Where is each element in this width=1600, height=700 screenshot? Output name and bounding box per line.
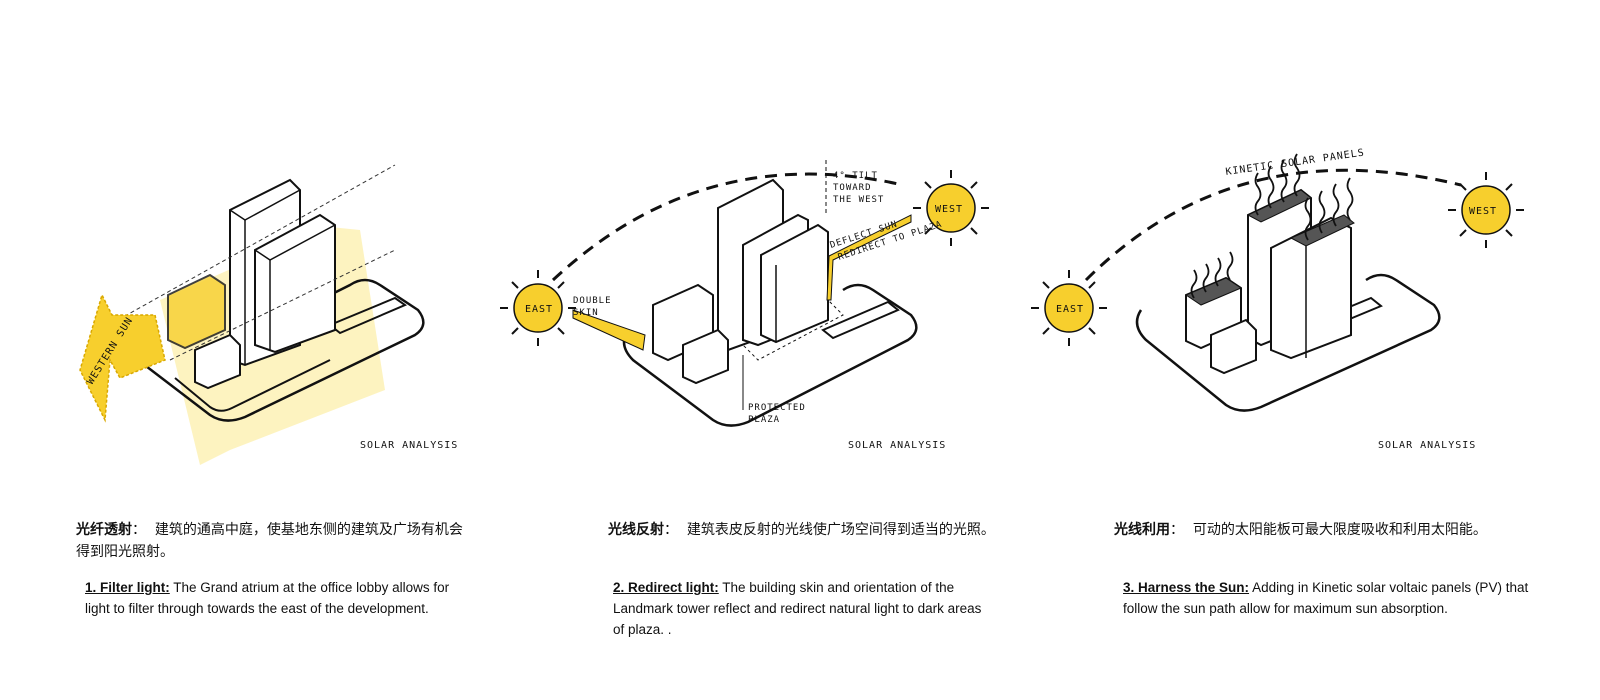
- protected-plaza-label: PROTECTED: [748, 403, 806, 413]
- solar-analysis-caption: SOLAR ANALYSIS: [360, 440, 458, 451]
- west-label: WEST: [935, 204, 963, 215]
- cn-description: 光线利用： 可动的太阳能板可最大限度吸收和利用太阳能。: [1114, 519, 1514, 541]
- cn-heading: 光纤透射: [76, 522, 132, 538]
- cn-text: 可动的太阳能板可最大限度吸收和利用太阳能。: [1192, 522, 1487, 538]
- east-sun-icon: EAST: [500, 270, 576, 346]
- west-sun-icon: WEST: [1448, 172, 1524, 248]
- protected-plaza-label-2: PLAZA: [748, 415, 780, 425]
- cn-heading: 光线利用: [1114, 522, 1170, 538]
- cn-description: 光纤透射： 建筑的通高中庭，使基地东侧的建筑及广场有机会得到阳光照射。: [76, 519, 476, 563]
- cn-heading: 光线反射: [608, 522, 664, 538]
- cn-text: 建筑表皮反射的光线使广场空间得到适当的光照。: [686, 522, 995, 538]
- cn-description: 光线反射： 建筑表皮反射的光线使广场空间得到适当的光照。: [608, 519, 1008, 541]
- solar-analysis-caption: SOLAR ANALYSIS: [1378, 440, 1476, 451]
- cn-separator: ：: [132, 522, 146, 538]
- en-text: The building skin and orientation of the…: [613, 580, 982, 637]
- redirect-light-sketch: EAST WEST DOUBLE SKIN: [500, 160, 989, 451]
- east-sun-icon: EAST: [1031, 270, 1107, 346]
- east-label: EAST: [1056, 304, 1084, 315]
- panel-redirect-light: EAST WEST DOUBLE SKIN: [500, 0, 1066, 700]
- solar-analysis-caption: SOLAR ANALYSIS: [848, 440, 946, 451]
- tilt-label: 4° TILT: [833, 171, 878, 181]
- cn-separator: ：: [1170, 522, 1184, 538]
- filter-light-sketch: WESTERN SUN SOLAR ANALYSIS: [79, 164, 458, 465]
- en-text: The Grand atrium at the office lobby all…: [85, 580, 450, 616]
- en-description: 2. Redirect light: The building skin and…: [613, 577, 993, 640]
- harness-sun-sketch: EAST WEST KINETIC SOLAR PANELS: [1031, 148, 1524, 451]
- en-text: Adding in Kinetic solar voltaic panels (…: [1123, 580, 1529, 616]
- en-heading: 2. Redirect light:: [613, 580, 719, 595]
- tilt-label-3: THE WEST: [833, 195, 884, 205]
- en-heading: 3. Harness the Sun:: [1123, 580, 1250, 595]
- west-sun-icon: WEST: [913, 170, 989, 246]
- double-skin-label: DOUBLE: [573, 296, 612, 306]
- en-description: 3. Harness the Sun: Adding in Kinetic so…: [1123, 577, 1533, 619]
- east-label: EAST: [525, 304, 553, 315]
- cn-separator: ：: [664, 522, 678, 538]
- tilt-label-2: TOWARD: [833, 183, 872, 193]
- panel-harness-sun: EAST WEST KINETIC SOLAR PANELS: [1031, 0, 1599, 700]
- double-skin-label-2: SKIN: [573, 308, 599, 318]
- en-description: 1. Filter light: The Grand atrium at the…: [85, 577, 465, 619]
- cn-text: 建筑的通高中庭，使基地东侧的建筑及广场有机会得到阳光照射。: [76, 522, 463, 560]
- en-heading: 1. Filter light:: [85, 580, 170, 595]
- panel-filter-light: WESTERN SUN SOLAR ANALYSIS 光纤透射： 建筑的通高中庭…: [0, 0, 533, 700]
- west-label: WEST: [1469, 206, 1497, 217]
